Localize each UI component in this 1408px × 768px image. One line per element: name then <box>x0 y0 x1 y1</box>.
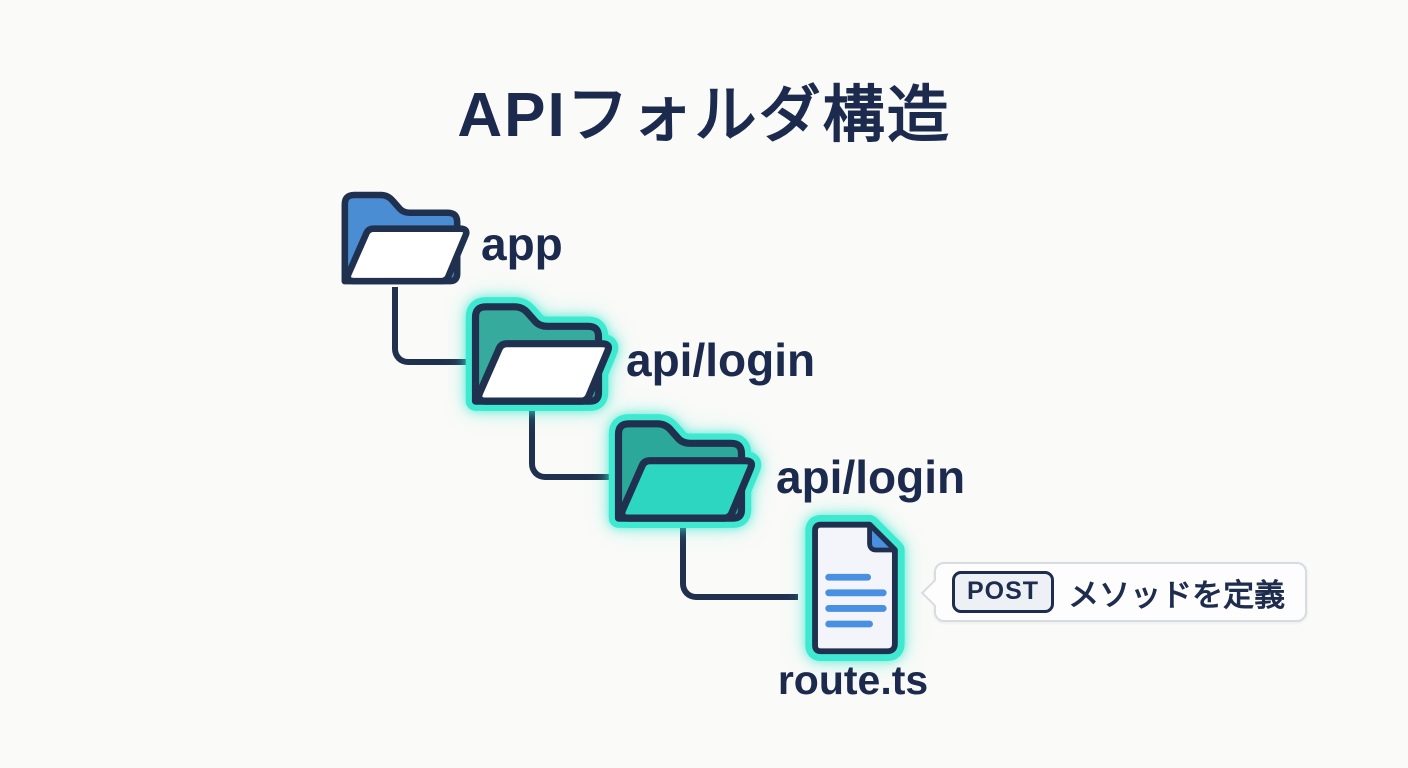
node-label-route-ts: route.ts <box>777 657 929 703</box>
callout-text: メソッドを定義 <box>1068 577 1286 613</box>
callout-arrow-left-icon <box>920 578 950 608</box>
post-method-badge: POST <box>952 571 1055 613</box>
node-label-app: app <box>481 218 563 270</box>
folder-icon <box>598 407 762 537</box>
node-label-api-login-1: api/login <box>626 334 816 386</box>
document-icon <box>788 513 920 661</box>
connector-api-to-route <box>680 526 798 600</box>
folder-icon <box>326 180 476 298</box>
connector-api-to-api <box>529 410 616 480</box>
callout-bubble: POST メソッドを定義 <box>920 562 1308 622</box>
node-label-api-login-2: api/login <box>776 451 966 503</box>
connector-app-to-api <box>392 287 474 365</box>
folder-icon <box>455 290 619 420</box>
page-title: APIフォルダ構造 <box>457 81 951 150</box>
